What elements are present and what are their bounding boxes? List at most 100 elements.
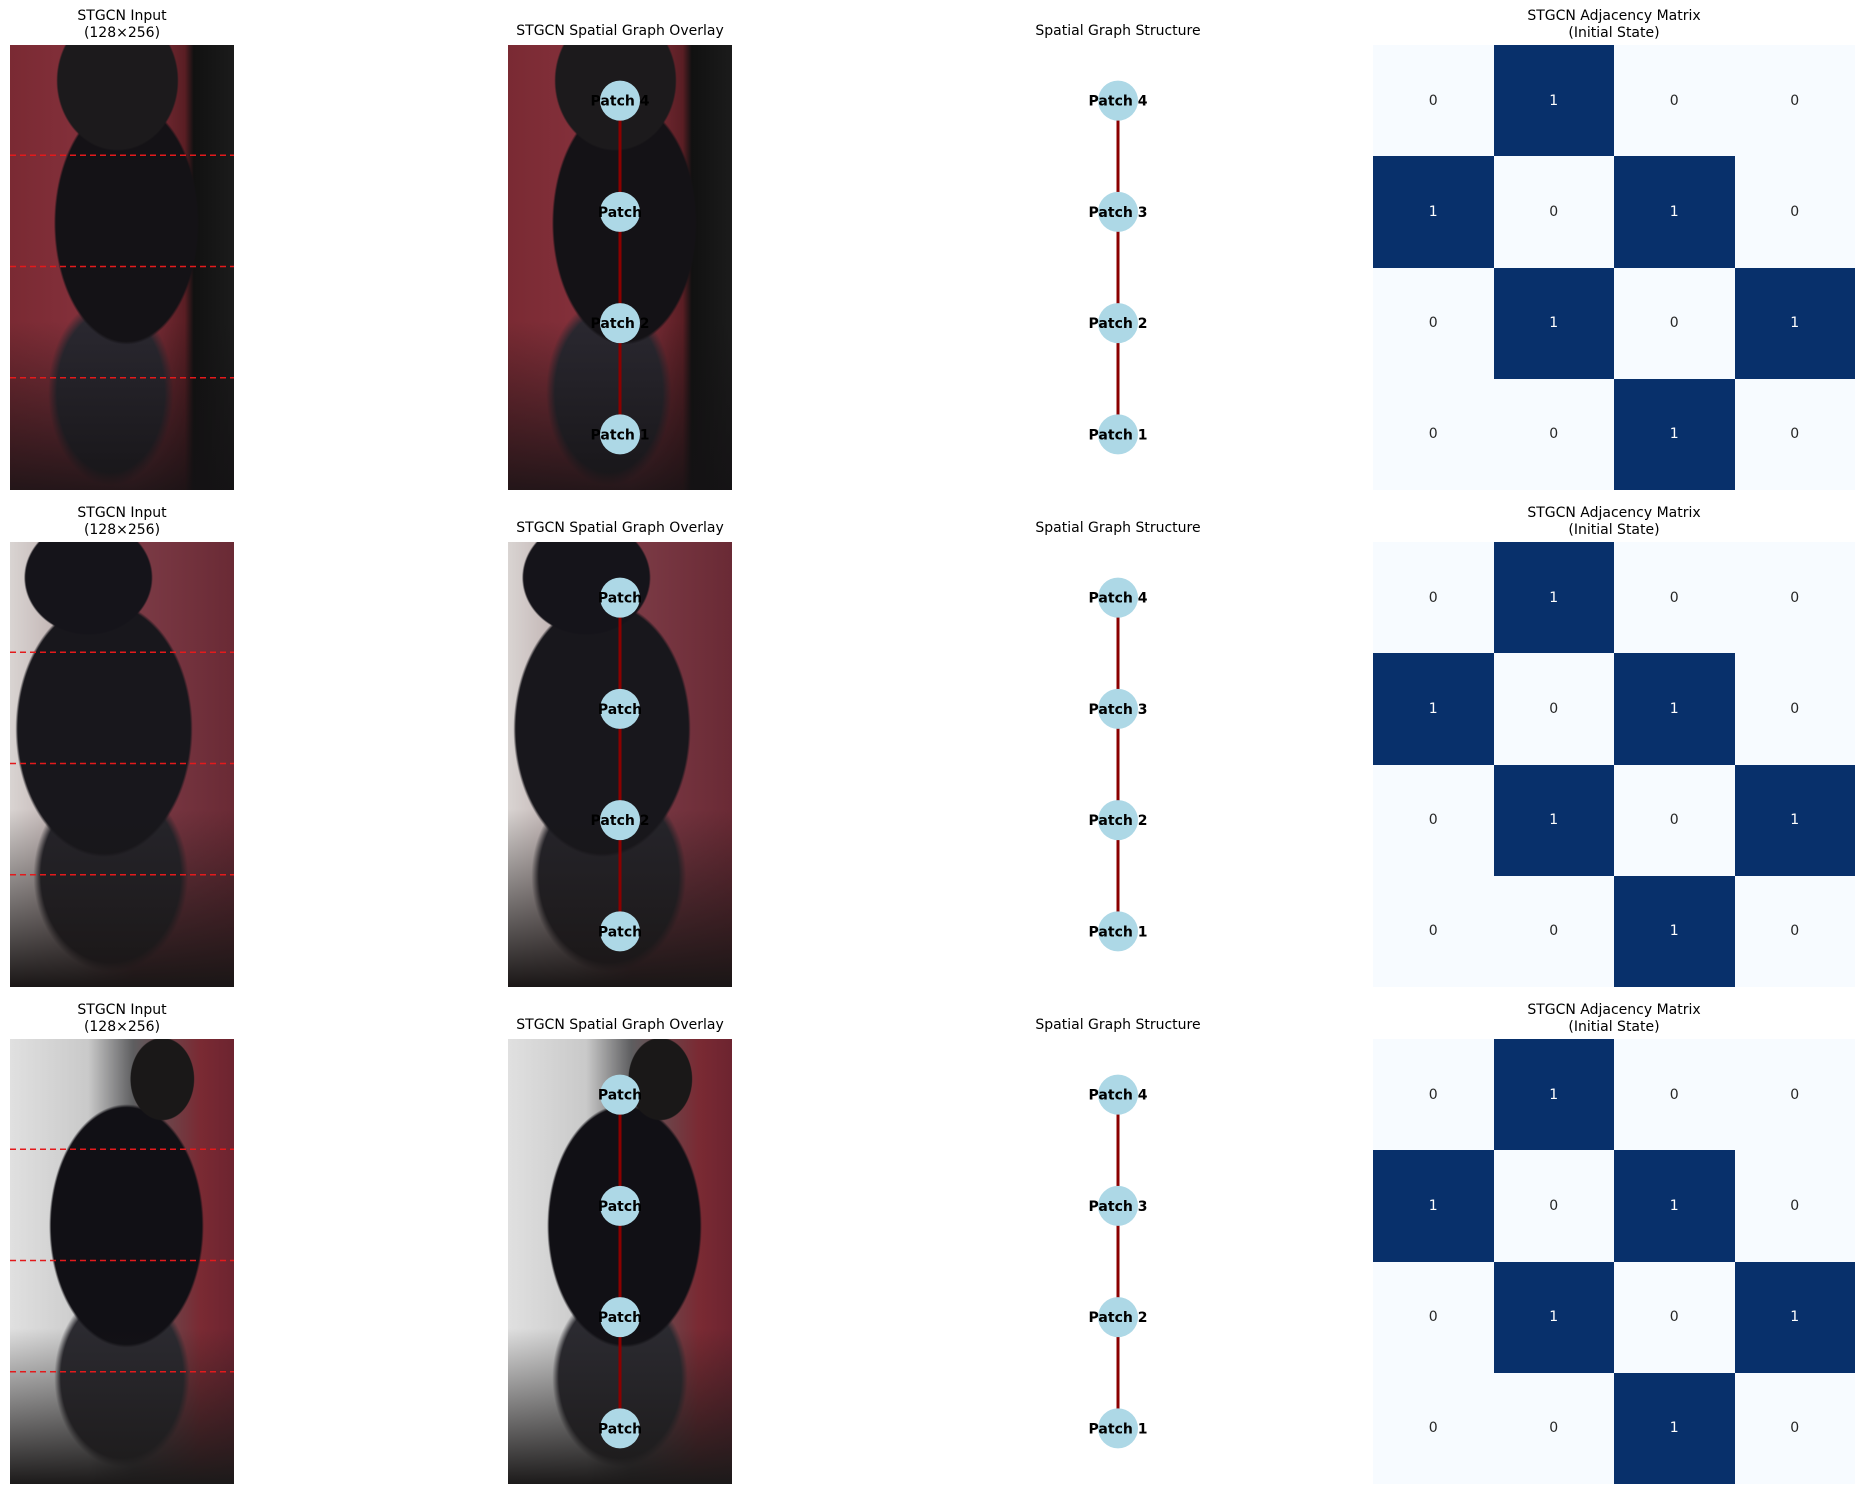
node-label: Patch 3 <box>1089 1199 1148 1215</box>
graph-node <box>600 800 640 841</box>
patch-divider-layer <box>10 1148 234 1373</box>
node-label: Patch 3 <box>1089 702 1148 718</box>
matrix-3-title-text: STGCN Adjacency Matrix <box>1527 1002 1701 1018</box>
input-3-title-text: STGCN Input <box>77 1002 167 1018</box>
matrix-cell: 0 <box>1373 1039 1494 1151</box>
graph-node <box>1098 80 1138 121</box>
matrix-cell: 1 <box>1493 267 1614 379</box>
graph-node <box>1098 414 1138 455</box>
graph-node <box>600 911 640 952</box>
matrix-cell: 0 <box>1734 542 1855 654</box>
matrix-cell: 0 <box>1734 1039 1855 1151</box>
graph-node <box>600 80 640 121</box>
input-image-3 <box>10 1039 234 1484</box>
graph-1-title-text: Spatial Graph Structure <box>1035 23 1201 39</box>
graph-node <box>600 303 640 344</box>
overlay-1-title-text: STGCN Spatial Graph Overlay <box>516 23 724 39</box>
matrix-cell: 1 <box>1614 1150 1735 1262</box>
matrix-cell: 0 <box>1734 378 1855 490</box>
input-image-2 <box>10 542 234 987</box>
node-label: Patch 1 <box>1089 1421 1148 1437</box>
matrix-2-title-text: STGCN Adjacency Matrix <box>1527 505 1701 521</box>
matrix-cell: 0 <box>1734 1372 1855 1484</box>
input-1-title-text: STGCN Input <box>77 8 167 24</box>
node-label: Patch <box>598 924 642 940</box>
graph-node <box>600 1185 640 1226</box>
input-3-subtitle-text: (128×256) <box>83 1019 161 1035</box>
node-label: Patch 2 <box>591 813 650 829</box>
node-label: Patch <box>598 205 642 221</box>
matrix-1-title-text: STGCN Adjacency Matrix <box>1527 8 1701 24</box>
input-3-title: STGCN Input(128×256) <box>0 1002 322 1036</box>
matrix-cell: 0 <box>1373 764 1494 876</box>
graph-2-title: Spatial Graph Structure <box>918 520 1318 537</box>
node-label: Patch 1 <box>1089 427 1148 443</box>
matrix-cell: 0 <box>1373 267 1494 379</box>
matrix-cell: 0 <box>1493 875 1614 987</box>
matrix-cell: 1 <box>1614 378 1735 490</box>
matrix-cell: 1 <box>1373 653 1494 765</box>
matrix-cell: 1 <box>1614 1372 1735 1484</box>
matrix-cell: 0 <box>1493 1150 1614 1262</box>
matrix-cell: 1 <box>1734 764 1855 876</box>
node-label: Patch <box>598 1421 642 1437</box>
patch-divider-layer <box>10 154 234 379</box>
node-label: Patch 2 <box>1089 316 1148 332</box>
matrix-cell: 0 <box>1734 45 1855 157</box>
graph-node <box>1098 688 1138 729</box>
node-label: Patch 2 <box>591 316 650 332</box>
matrix-cell: 0 <box>1493 156 1614 268</box>
graph-node <box>600 1408 640 1449</box>
matrix-cell: 0 <box>1493 1372 1614 1484</box>
graph-node <box>1098 1185 1138 1226</box>
node-label: Patch <box>598 1310 642 1326</box>
matrix-cell: 0 <box>1373 1261 1494 1373</box>
node-label: Patch 2 <box>1089 813 1148 829</box>
matrix-cell: 0 <box>1614 764 1735 876</box>
matrix-1-title: STGCN Adjacency Matrix(Initial State) <box>1414 8 1814 42</box>
matrix-3-title: STGCN Adjacency Matrix(Initial State) <box>1414 1002 1814 1036</box>
overlay-3-title: STGCN Spatial Graph Overlay <box>420 1017 820 1034</box>
overlay-1-title: STGCN Spatial Graph Overlay <box>420 23 820 40</box>
graph-node <box>1098 1408 1138 1449</box>
node-label: Patch 1 <box>591 427 650 443</box>
graph-node <box>600 1297 640 1338</box>
matrix-cell: 1 <box>1493 1261 1614 1373</box>
input-1-title: STGCN Input(128×256) <box>0 8 322 42</box>
node-label: Patch <box>598 591 642 607</box>
node-label: Patch 1 <box>1089 924 1148 940</box>
graph-3-title-text: Spatial Graph Structure <box>1035 1017 1201 1033</box>
graph-node <box>600 1074 640 1115</box>
input-2-subtitle-text: (128×256) <box>83 522 161 538</box>
input-image-1 <box>10 45 234 490</box>
graph-3-title: Spatial Graph Structure <box>918 1017 1318 1034</box>
spatial-graph-2: Patch 4 Patch 3 Patch 2 Patch 1 <box>1089 577 1148 952</box>
overlay-3-title-text: STGCN Spatial Graph Overlay <box>516 1017 724 1033</box>
matrix-cell: 0 <box>1373 542 1494 654</box>
node-label: Patch 4 <box>1089 591 1148 607</box>
matrix-cell: 0 <box>1373 1372 1494 1484</box>
node-label: Patch <box>598 702 642 718</box>
matrix-cell: 0 <box>1373 45 1494 157</box>
matrix-cell: 1 <box>1493 1039 1614 1151</box>
graph-node <box>1098 911 1138 952</box>
graph-node <box>1098 1074 1138 1115</box>
node-label: Patch 3 <box>1089 205 1148 221</box>
matrix-2-subtitle-text: (Initial State) <box>1568 522 1660 538</box>
matrix-cell: 0 <box>1734 1150 1855 1262</box>
graph-node <box>600 577 640 618</box>
matrix-cell: 0 <box>1614 1039 1735 1151</box>
matrix-cell: 0 <box>1734 156 1855 268</box>
node-label: Patch 2 <box>1089 1310 1148 1326</box>
graph-node <box>600 688 640 729</box>
graph-node <box>600 414 640 455</box>
graph-2-title-text: Spatial Graph Structure <box>1035 520 1201 536</box>
graph-node <box>1098 800 1138 841</box>
matrix-cell: 1 <box>1614 156 1735 268</box>
